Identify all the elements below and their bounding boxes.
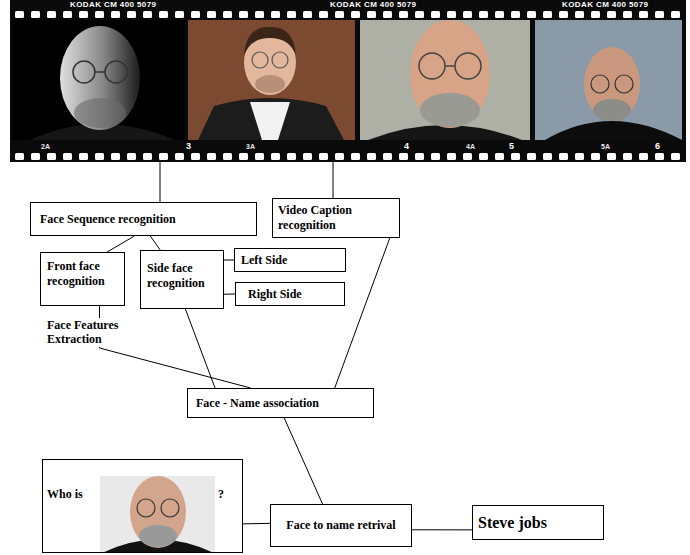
beard xyxy=(74,98,126,128)
frame-number: 4 xyxy=(403,141,410,151)
film-edge-print: KODAK CM 400 5079 xyxy=(68,0,158,10)
photo-ground xyxy=(100,476,215,553)
photo-ground xyxy=(360,20,530,140)
query-photo xyxy=(100,476,215,553)
glasses xyxy=(105,61,127,83)
process-box: Video Caption recognition xyxy=(272,198,400,238)
connector-line xyxy=(107,236,134,252)
frame-number: 3A xyxy=(245,142,256,151)
glasses xyxy=(615,75,633,93)
glasses xyxy=(73,61,95,83)
beard xyxy=(139,525,177,547)
process-box: Left Side xyxy=(234,248,346,272)
photo-ground xyxy=(188,20,355,140)
box-label: ? xyxy=(218,487,224,502)
film-edge-print: KODAK CM 400 5079 xyxy=(560,0,650,10)
glasses xyxy=(252,52,268,68)
face xyxy=(410,20,490,128)
frame-number: 5A xyxy=(600,142,611,151)
connector-line xyxy=(150,236,160,250)
connector-line xyxy=(224,294,235,295)
box-label: Face - Name association xyxy=(196,396,365,411)
turtleneck xyxy=(545,121,682,140)
film-edge-print: KODAK CM 400 5079 xyxy=(328,0,418,10)
film-link-line xyxy=(333,162,334,198)
connector-line xyxy=(185,309,215,388)
box-label: Face Sequence recognition xyxy=(40,212,247,227)
frame-number: 5 xyxy=(508,141,515,151)
face xyxy=(130,476,186,548)
connector-line xyxy=(224,260,234,261)
box-label: Right Side xyxy=(248,287,332,302)
glasses xyxy=(419,53,445,79)
box-label: Left Side xyxy=(241,253,339,268)
frame-number: 6 xyxy=(654,141,661,151)
portrait-photo xyxy=(535,20,682,140)
portrait-photo xyxy=(188,20,355,140)
film-link-line xyxy=(160,162,161,202)
box-label: Front face recognition xyxy=(47,259,118,289)
glasses-bridge xyxy=(95,71,105,73)
photo-ground xyxy=(535,20,682,140)
process-box: Face to name retrival xyxy=(270,504,412,547)
process-box: Side face recognition xyxy=(140,250,224,309)
glasses xyxy=(161,499,179,517)
jacket xyxy=(198,98,344,140)
portrait-photo xyxy=(12,20,185,140)
beard xyxy=(420,93,480,127)
glasses xyxy=(137,499,155,517)
glasses xyxy=(272,52,288,68)
connector-line xyxy=(243,523,270,525)
process-box: Right Side xyxy=(235,282,345,306)
frame-number: 3 xyxy=(185,141,192,151)
glasses xyxy=(591,75,609,93)
connector-line xyxy=(284,418,322,504)
photo-ground xyxy=(12,20,185,140)
sprocket-row xyxy=(12,153,684,160)
process-box: Face Sequence recognition xyxy=(30,202,257,236)
beard xyxy=(255,75,285,93)
portrait-photo xyxy=(360,20,530,140)
glasses-bridge xyxy=(445,65,455,67)
shirt xyxy=(250,102,290,140)
hair xyxy=(244,27,296,56)
frame-number: 4A xyxy=(465,142,476,151)
film-base xyxy=(10,0,686,162)
box-label: Face to name retrival xyxy=(277,518,405,533)
process-box: Front face recognition xyxy=(40,252,125,306)
sprocket-row xyxy=(12,11,684,18)
process-box: Who is? xyxy=(42,459,243,553)
box-label: Steve jobs xyxy=(478,513,598,533)
box-label: Video Caption recognition xyxy=(278,203,394,233)
glasses xyxy=(455,53,481,79)
face xyxy=(584,47,640,121)
step-note: Face Features Extraction xyxy=(47,318,139,347)
connector-line xyxy=(412,529,472,530)
beard xyxy=(593,99,631,121)
frame-number: 2A xyxy=(40,142,51,151)
face xyxy=(60,26,140,130)
box-label: Side face recognition xyxy=(147,261,217,291)
process-box: Steve jobs xyxy=(472,505,604,540)
process-box: Face - Name association xyxy=(187,388,374,418)
box-label: Who is xyxy=(47,487,83,502)
